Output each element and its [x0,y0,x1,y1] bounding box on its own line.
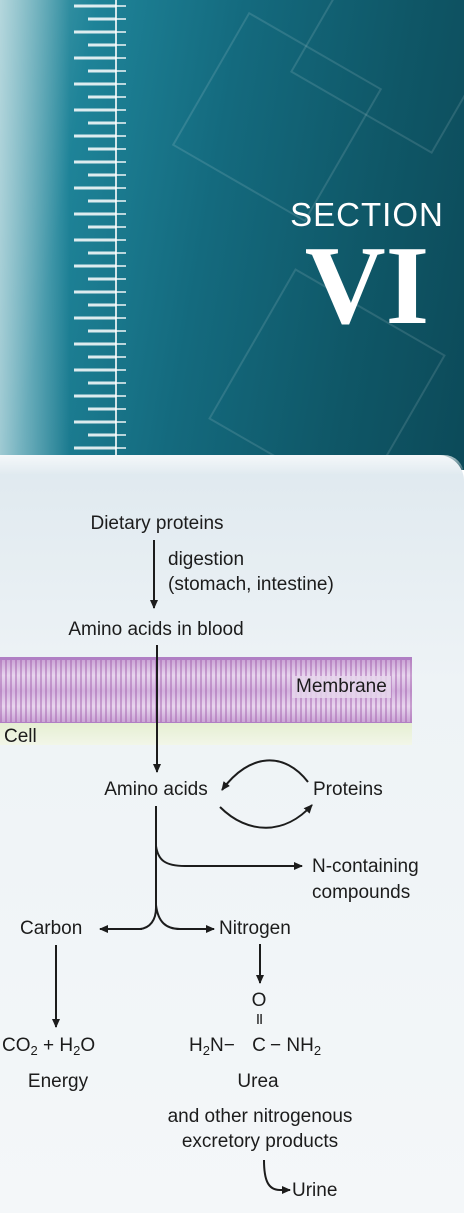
arrow-n-containing [155,845,303,870]
label-other-nitrogenous: and other nitrogenous [167,1106,353,1127]
urea-double-bond: II [255,1011,263,1028]
urea-carbon: C [252,1035,266,1056]
formula-urea-right: − NH2 [270,1035,322,1058]
label-amino-acids: Amino acids [104,779,208,800]
section-number: VI [304,224,430,348]
formula-co2-h2o: CO2 + H2O [2,1035,96,1058]
formula-urea-left: H2N− [189,1035,235,1058]
ruler-decoration [74,0,126,470]
diagram-panel [0,455,464,1213]
arrow-amino-to-proteins [219,804,313,829]
section-header-banner: SECTION VI [0,0,464,470]
label-cell: Cell [4,726,37,747]
label-amino-acids-blood: Amino acids in blood [68,619,244,640]
label-urea: Urea [237,1071,279,1092]
label-compounds: compounds [312,882,411,903]
label-dietary-proteins: Dietary proteins [90,513,224,534]
panel-highlight [0,455,464,475]
label-digestion-location: (stomach, intestine) [168,574,334,595]
branch-trunk [139,806,157,930]
banner-glow [0,0,70,470]
arrow-proteins-to-amino [221,759,309,791]
urea-oxygen: O [251,990,267,1011]
arrow-to-urine [263,1159,291,1194]
membrane-label: Membrane [292,676,391,698]
label-excretory-products: excretory products [181,1131,339,1152]
label-energy: Energy [27,1071,89,1092]
arrow-to-nitrogen [155,904,215,933]
label-digestion: digestion [168,549,245,570]
label-n-containing: N-containing [312,856,419,877]
label-urine: Urine [292,1180,338,1201]
label-carbon: Carbon [20,918,83,939]
cell-interior-band [0,723,412,745]
label-proteins: Proteins [313,779,383,800]
section-label: SECTION [290,196,444,233]
label-nitrogen: Nitrogen [219,918,291,939]
